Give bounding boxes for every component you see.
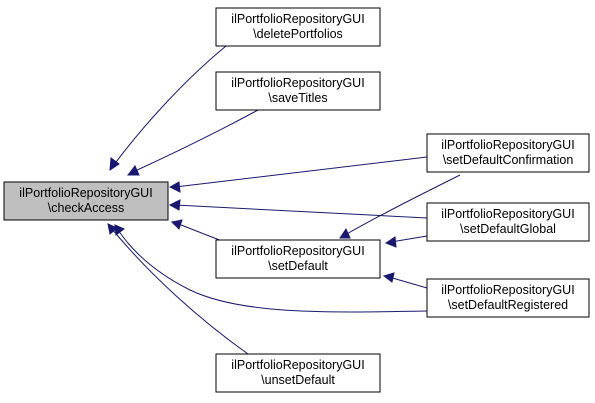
edge-setDefaultRegistered-to-setDefault <box>382 272 428 289</box>
node-setDefaultRegistered[interactable]: ilPortfolioRepositoryGUI \setDefaultRegi… <box>426 278 590 318</box>
edge-setDefaultRegistered-to-checkAccess <box>114 224 428 313</box>
edge-setDefaultGlobal-to-checkAccess <box>168 199 428 219</box>
node-saveTitles-line1: ilPortfolioRepositoryGUI <box>231 76 364 90</box>
node-deletePortfolios[interactable]: ilPortfolioRepositoryGUI \deletePortfoli… <box>215 7 381 47</box>
node-deletePortfolios-line2: \deletePortfolios <box>253 27 343 41</box>
node-setDefault-line1: ilPortfolioRepositoryGUI <box>231 244 364 258</box>
node-checkAccess-line2: \checkAccess <box>48 201 124 215</box>
edge-saveTitles-to-checkAccess <box>126 109 259 176</box>
node-setDefaultRegistered-line2: \setDefaultRegistered <box>448 298 568 312</box>
node-unsetDefault-line2: \unsetDefault <box>261 373 335 387</box>
node-setDefaultRegistered-line1: ilPortfolioRepositoryGUI <box>441 283 574 297</box>
node-checkAccess[interactable]: ilPortfolioRepositoryGUI \checkAccess <box>3 181 169 221</box>
edge-unsetDefault-to-checkAccess <box>107 223 249 355</box>
edge-setDefaultGlobal-to-setDefault <box>384 235 428 248</box>
edge-deletePortfolios-to-checkAccess <box>109 45 227 171</box>
node-unsetDefault-line1: ilPortfolioRepositoryGUI <box>231 358 364 372</box>
edge-setDefault-to-checkAccess <box>170 219 223 242</box>
edge-setDefaultConfirmation-to-checkAccess <box>168 156 428 193</box>
node-setDefaultGlobal-line2: \setDefaultGlobal <box>460 222 556 236</box>
edge-setDefaultConfirmation-to-setDefault <box>339 174 461 239</box>
node-setDefaultConfirmation[interactable]: ilPortfolioRepositoryGUI \setDefaultConf… <box>426 133 590 173</box>
node-saveTitles-line2: \saveTitles <box>268 91 327 105</box>
node-setDefault[interactable]: ilPortfolioRepositoryGUI \setDefault <box>215 239 381 279</box>
node-checkAccess-line1: ilPortfolioRepositoryGUI <box>19 186 152 200</box>
node-saveTitles[interactable]: ilPortfolioRepositoryGUI \saveTitles <box>215 71 381 111</box>
node-setDefault-line2: \setDefault <box>268 259 328 273</box>
node-deletePortfolios-line1: ilPortfolioRepositoryGUI <box>231 12 364 26</box>
node-setDefaultConfirmation-line1: ilPortfolioRepositoryGUI <box>441 138 574 152</box>
node-setDefaultGlobal[interactable]: ilPortfolioRepositoryGUI \setDefaultGlob… <box>426 202 590 242</box>
node-unsetDefault[interactable]: ilPortfolioRepositoryGUI \unsetDefault <box>215 353 381 393</box>
node-setDefaultConfirmation-line2: \setDefaultConfirmation <box>443 153 574 167</box>
node-setDefaultGlobal-line1: ilPortfolioRepositoryGUI <box>441 207 574 221</box>
